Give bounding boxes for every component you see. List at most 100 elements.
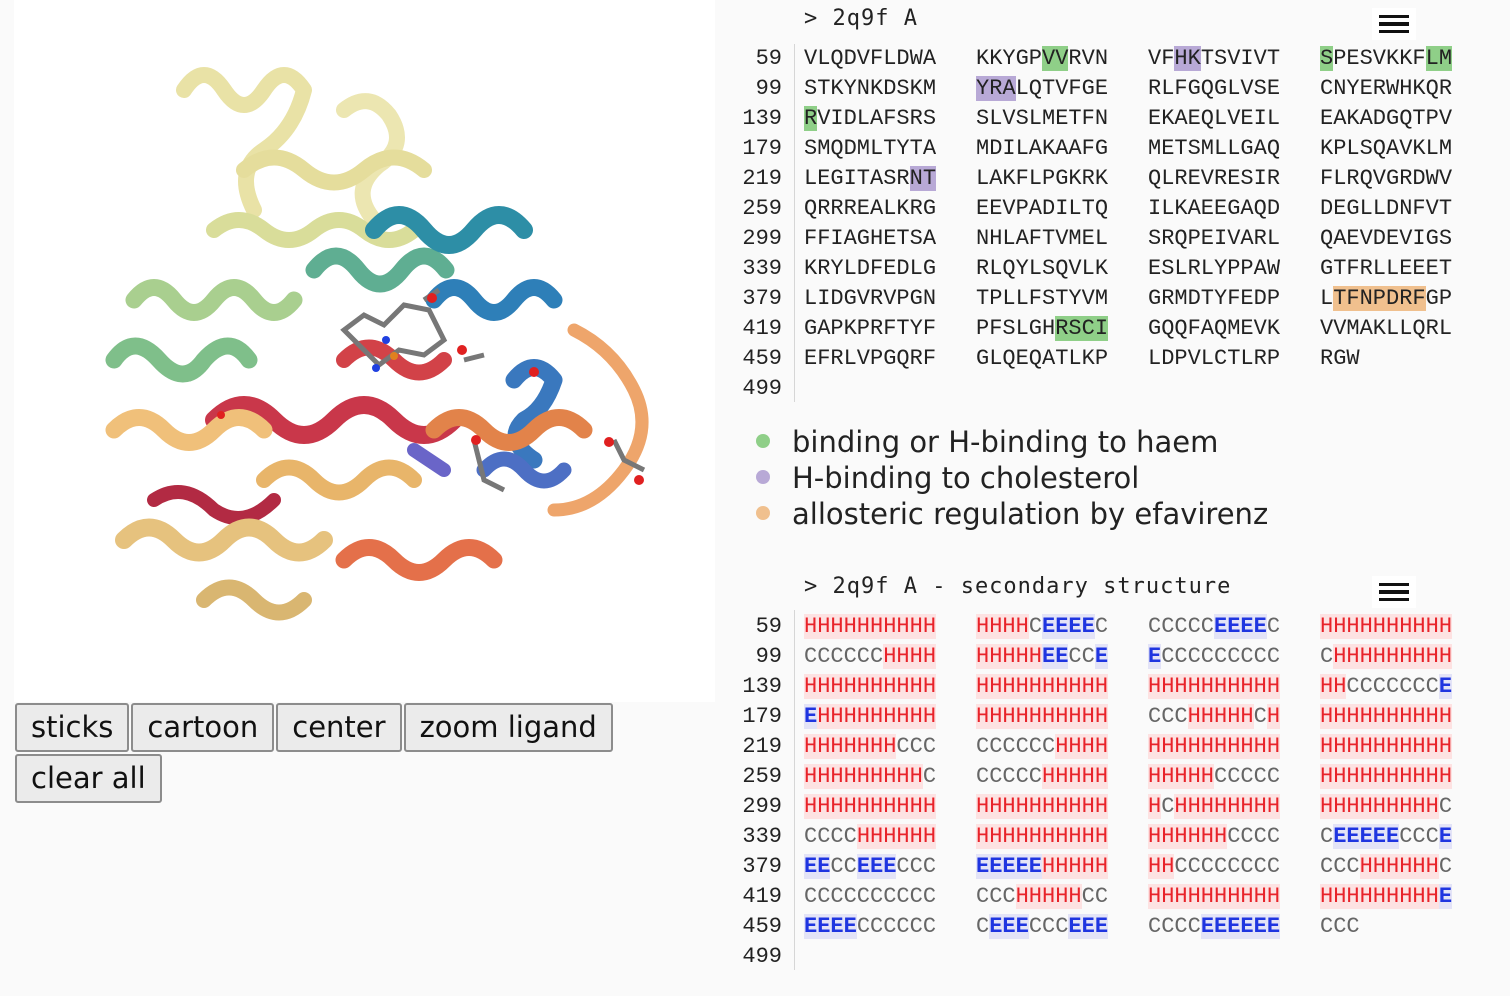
secondary-structure-block[interactable]: HHCCCCCCCC — [1148, 854, 1281, 879]
secondary-structure-block[interactable]: HHHHHHHHHH — [976, 704, 1109, 729]
sequence-block[interactable]: RLFGQGLVSE — [1148, 76, 1281, 101]
sequence-block[interactable]: GLQEQATLKP — [976, 346, 1109, 371]
secondary-structure-block[interactable]: HHHHHEECCE — [976, 644, 1109, 669]
secondary-structure-block[interactable]: EEEECCCCCC — [804, 914, 937, 939]
sequence-block[interactable]: SPESVKKFLM — [1320, 46, 1453, 71]
secondary-structure-block[interactable]: CCCCCCHHHH — [804, 644, 937, 669]
sequence-block[interactable]: STKYNKDSKM — [804, 76, 937, 101]
secondary-structure-block[interactable]: HHHHHHHHHH — [804, 614, 937, 639]
secondary-structure-block[interactable]: CCCCCHHHHH — [976, 764, 1109, 789]
structure-viewer[interactable] — [14, 0, 715, 702]
sequence-block[interactable]: GRMDTYFEDP — [1148, 286, 1281, 311]
sequence-block[interactable]: DEGLLDNFVT — [1320, 196, 1453, 221]
sequence-block[interactable]: QAEVDEVIGS — [1320, 226, 1453, 251]
sequence-block[interactable]: SLVSLMETFN — [976, 106, 1109, 131]
clear-all-button[interactable]: clear all — [15, 754, 162, 803]
sequence-block[interactable]: RVIDLAFSRS — [804, 106, 937, 131]
secondary-structure-block[interactable]: CCC — [1320, 914, 1360, 939]
secondary-structure-block[interactable]: HHHHHHHHHH — [976, 674, 1109, 699]
secondary-structure-block[interactable]: CCCCCEEEEC — [1148, 614, 1281, 639]
sequence-block[interactable]: KPLSQAVKLM — [1320, 136, 1453, 161]
sequence-block[interactable]: FLRQVGRDWV — [1320, 166, 1453, 191]
secondary-structure-block[interactable]: EHHHHHHHHH — [804, 704, 937, 729]
secondary-structure-block[interactable]: HHHHHHHHHH — [976, 794, 1109, 819]
sequence-block[interactable]: PFSLGHRSCI — [976, 316, 1109, 341]
secondary-structure-block[interactable]: CEEECCCEEE — [976, 914, 1109, 939]
sequence-block[interactable]: METSMLLGAQ — [1148, 136, 1281, 161]
secondary-structure-block[interactable]: CCCCCCCCCC — [804, 884, 937, 909]
secondary-structure-block[interactable]: HHHHHHHHHH — [804, 794, 937, 819]
sequence-block[interactable]: LTFNPDRFGP — [1320, 286, 1453, 311]
secondary-structure-block[interactable]: EECCEEECCC — [804, 854, 937, 879]
secondary-structure-block[interactable]: HHHHHHHHHH — [1320, 614, 1453, 639]
sequence-block[interactable]: VFHKTSVIVT — [1148, 46, 1281, 71]
secondary-structure-block[interactable]: CCCCHHHHHH — [804, 824, 937, 849]
sequence-menu-button[interactable] — [1372, 8, 1416, 40]
secondary-structure-block[interactable]: HHHHHHHHHE — [1320, 884, 1453, 909]
sequence-block[interactable]: RGW — [1320, 346, 1360, 371]
sequence-block[interactable]: VVMAKLLQRL — [1320, 316, 1453, 341]
sequence-block[interactable]: GTFRLLEEET — [1320, 256, 1453, 281]
sequence-block[interactable]: RLQYLSQVLK — [976, 256, 1109, 281]
zoom-ligand-button[interactable]: zoom ligand — [403, 703, 613, 752]
sequence-block[interactable]: EAKADGQTPV — [1320, 106, 1453, 131]
sequence-block[interactable]: SMQDMLTYTA — [804, 136, 937, 161]
secondary-structure-block[interactable]: HHHHHHHHHH — [1148, 734, 1281, 759]
cartoon-button[interactable]: cartoon — [131, 703, 275, 752]
secondary-structure-block[interactable]: CCCHHHHHCC — [976, 884, 1109, 909]
sequence-block[interactable]: NHLAFTVMEL — [976, 226, 1109, 251]
sequence-block[interactable]: GQQFAQMEVK — [1148, 316, 1281, 341]
secondary-structure-block[interactable]: CCCHHHHHCH — [1148, 704, 1281, 729]
sequence-block[interactable]: EEVPADILTQ — [976, 196, 1109, 221]
secondary-structure-menu-button[interactable] — [1372, 576, 1416, 608]
secondary-structure-block[interactable]: HHHHHHHHHH — [976, 824, 1109, 849]
secondary-structure-block[interactable]: HHHHHHHCCC — [804, 734, 937, 759]
sequence-block[interactable]: TPLLFSTYVM — [976, 286, 1109, 311]
secondary-structure-block[interactable]: HHHHHHHHHC — [1320, 794, 1453, 819]
secondary-structure-block[interactable]: HHHHHHHHHH — [1148, 674, 1281, 699]
sticks-button[interactable]: sticks — [15, 703, 130, 752]
secondary-structure-block[interactable]: HHCCCCCCCE — [1320, 674, 1453, 699]
legend-label: H-binding to cholesterol — [792, 461, 1140, 495]
sequence-block[interactable]: LDPVLCTLRP — [1148, 346, 1281, 371]
sequence-block[interactable]: LAKFLPGKRK — [976, 166, 1109, 191]
secondary-structure-block[interactable]: CEEEEECCCE — [1320, 824, 1453, 849]
sequence-block[interactable]: ESLRLYPPAW — [1148, 256, 1281, 281]
secondary-structure-block[interactable]: HHHHHCCCCC — [1148, 764, 1281, 789]
sequence-block[interactable]: SRQPEIVARL — [1148, 226, 1281, 251]
secondary-structure-block[interactable]: HCHHHHHHHH — [1148, 794, 1281, 819]
secondary-structure-block[interactable]: HHHHCEEEEC — [976, 614, 1109, 639]
sequence-block[interactable]: KRYLDFEDLG — [804, 256, 937, 281]
sequence-block[interactable]: YRALQTVFGE — [976, 76, 1109, 101]
secondary-structure-block[interactable]: CHHHHHHHHH — [1320, 644, 1453, 669]
sequence-block[interactable]: LIDGVRVPGN — [804, 286, 937, 311]
secondary-structure-block[interactable]: EEEEEHHHHH — [976, 854, 1109, 879]
residue-number: 419 — [742, 884, 782, 909]
sequence-block[interactable]: EKAEQLVEIL — [1148, 106, 1281, 131]
sequence-block[interactable]: EFRLVPGQRF — [804, 346, 937, 371]
sequence-block[interactable]: CNYERWHKQR — [1320, 76, 1453, 101]
center-button[interactable]: center — [276, 703, 402, 752]
secondary-structure-block[interactable]: HHHHHHHHHH — [1148, 884, 1281, 909]
secondary-structure-block[interactable]: ECCCCCCCCC — [1148, 644, 1281, 669]
secondary-structure-block[interactable]: CCCHHHHHHC — [1320, 854, 1453, 879]
sequence-block[interactable]: KKYGPVVRVN — [976, 46, 1109, 71]
secondary-structure-block[interactable]: HHHHHHHHHH — [1320, 764, 1453, 789]
secondary-structure-block[interactable]: HHHHHHHHHH — [804, 674, 937, 699]
sequence-block[interactable]: GAPKPRFTYF — [804, 316, 937, 341]
sequence-block[interactable]: MDILAKAAFG — [976, 136, 1109, 161]
secondary-structure-block[interactable]: CCCCCCHHHH — [976, 734, 1109, 759]
sequence-block[interactable]: FFIAGHETSA — [804, 226, 937, 251]
secondary-structure-block[interactable]: HHHHHHHHHH — [1320, 704, 1453, 729]
secondary-structure-block[interactable]: CCCCEEEEEE — [1148, 914, 1281, 939]
secondary-structure-block[interactable]: HHHHHHHHHH — [1320, 734, 1453, 759]
secondary-structure-block[interactable]: HHHHHHCCCC — [1148, 824, 1281, 849]
sequence-block[interactable]: QLREVRESIR — [1148, 166, 1281, 191]
sequence-block[interactable]: QRRREALKRG — [804, 196, 937, 221]
secondary-structure-block[interactable]: HHHHHHHHHC — [804, 764, 937, 789]
sequence-block[interactable]: ILKAEEGAQD — [1148, 196, 1281, 221]
sequence-block[interactable]: LEGITASRNT — [804, 166, 937, 191]
sequence-block[interactable]: VLQDVFLDWA — [804, 46, 937, 71]
